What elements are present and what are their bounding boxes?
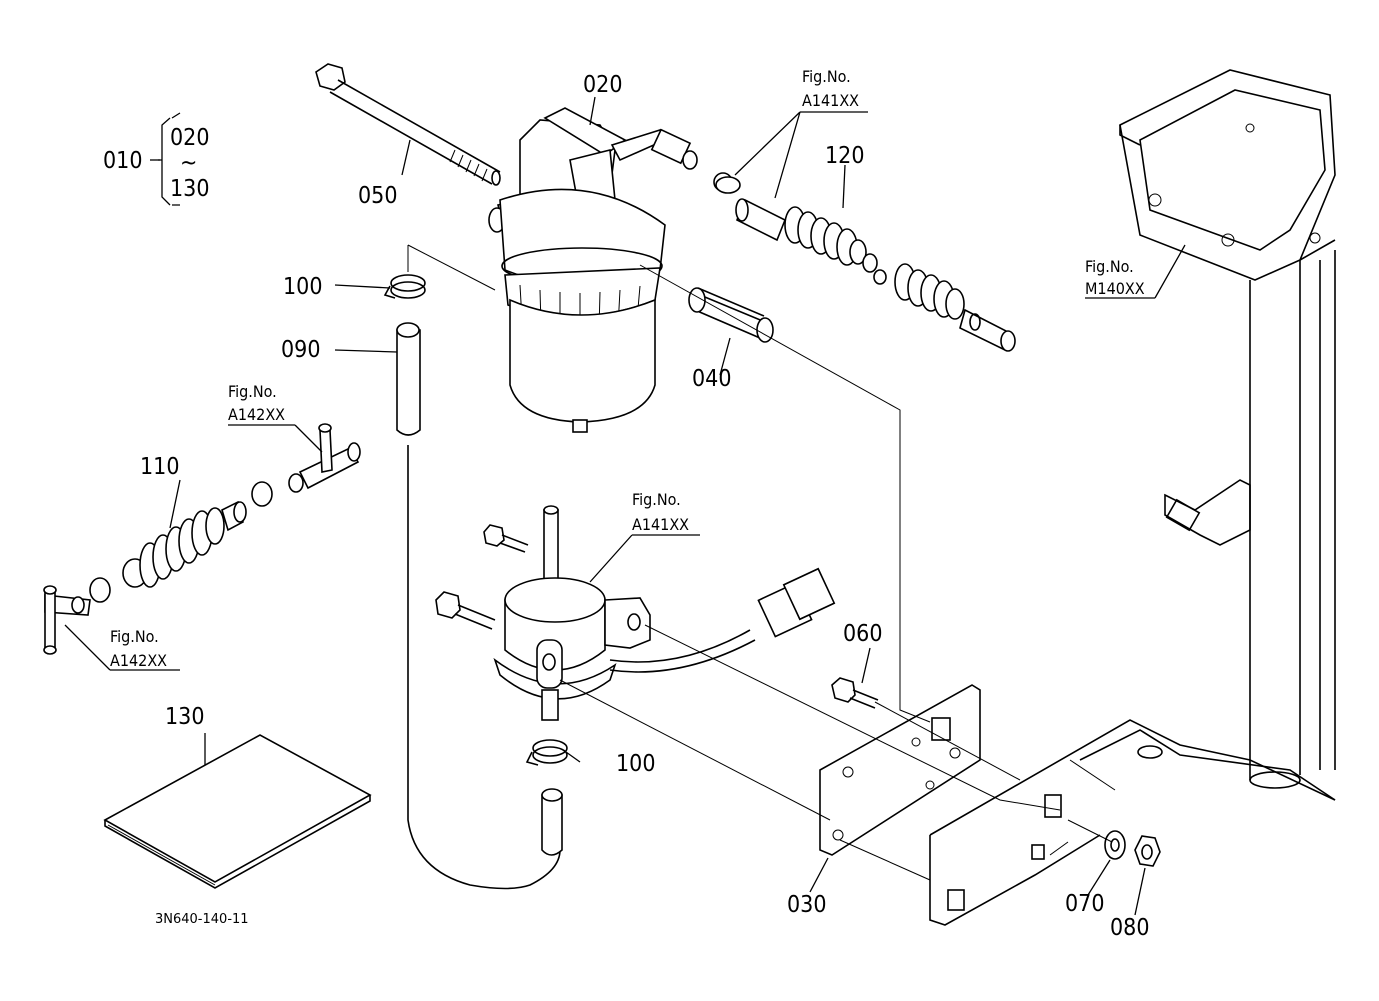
nut-080 (1134, 835, 1161, 867)
leader-lines (64, 96, 1186, 916)
frame-bracket (929, 69, 1336, 926)
part-label-020: 020 (583, 72, 623, 98)
part-label-030: 030 (787, 892, 827, 918)
fig-ref-code: A142XX (110, 651, 167, 670)
hose-120 (713, 172, 1016, 352)
manual-130 (103, 734, 372, 889)
part-label-060: 060 (843, 621, 883, 647)
long-bolt-050 (315, 63, 501, 186)
part-label-040: 040 (692, 366, 732, 392)
assembly-label-group: 010 020 ~ 130 (103, 112, 210, 206)
fig-ref-code: A142XX (228, 405, 285, 424)
clamp-100-lower (525, 739, 568, 766)
washer-070 (1104, 830, 1126, 860)
part-labels: 020 050 100 090 040 120 110 130 060 100 … (140, 72, 1150, 941)
short-hose (541, 788, 563, 856)
assembly-range-tilde: ~ (180, 150, 197, 176)
assembly-range-from: 020 (170, 125, 210, 151)
t-fitting-upper (251, 423, 361, 507)
part-label-130: 130 (165, 704, 205, 730)
fuel-filter-020 (488, 107, 698, 433)
sleeve-040 (688, 287, 774, 343)
fig-ref-title: Fig.No. (110, 627, 159, 646)
document-code: 3N640-140-11 (155, 912, 249, 927)
bracket-plate-030 (819, 684, 981, 856)
fig-ref-title: Fig.No. (802, 67, 851, 86)
part-label-080: 080 (1110, 915, 1150, 941)
t-fitting-lower (43, 577, 111, 655)
fig-ref-title: Fig.No. (228, 382, 277, 401)
fig-ref-title: Fig.No. (632, 490, 681, 509)
figure-references: Fig.No. A141XX Fig.No. M140XX Fig.No. A1… (110, 67, 1145, 670)
clamp-100-upper (383, 274, 426, 299)
hose-110 (122, 500, 247, 588)
part-label-050: 050 (358, 183, 398, 209)
part-label-070: 070 (1065, 891, 1105, 917)
part-label-110: 110 (140, 454, 180, 480)
fig-ref-code: M140XX (1085, 279, 1145, 298)
fig-ref-code: A141XX (802, 91, 859, 110)
fig-ref-title: Fig.No. (1085, 257, 1134, 276)
part-label-100-lower: 100 (616, 751, 656, 777)
hose-090 (396, 322, 561, 890)
fig-ref-code: A141XX (632, 515, 689, 534)
assembly-range-to: 130 (170, 176, 210, 202)
part-label-120: 120 (825, 143, 865, 169)
bolt-060 (831, 677, 879, 709)
fuel-pump (435, 505, 836, 721)
assembly-label: 010 (103, 148, 143, 174)
part-label-100-upper: 100 (283, 274, 323, 300)
part-label-090: 090 (281, 337, 321, 363)
